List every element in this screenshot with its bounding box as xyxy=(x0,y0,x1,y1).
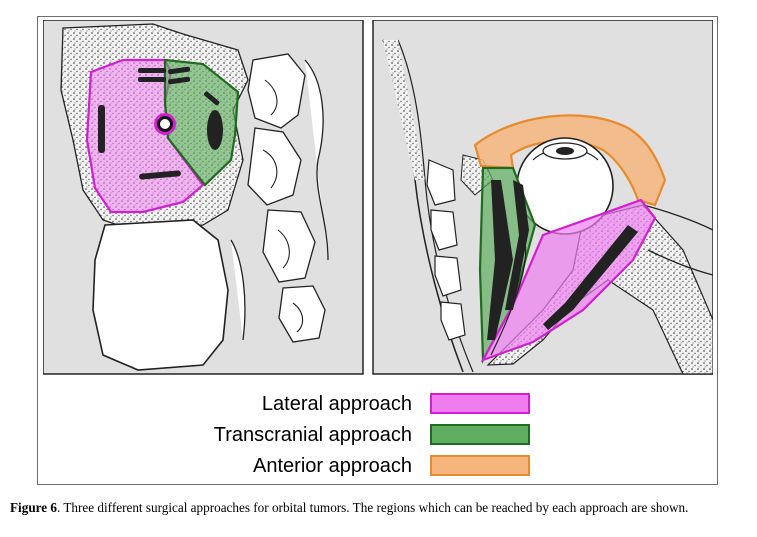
orbital-anatomy-illustration xyxy=(43,20,713,375)
legend-item-transcranial: Transcranial approach xyxy=(190,423,530,447)
caption-text: . Three different surgical approaches fo… xyxy=(57,500,689,515)
axial-section-panel xyxy=(372,20,713,375)
figure-caption: Figure 6. Three different surgical appro… xyxy=(10,500,755,516)
legend-swatch-transcranial xyxy=(430,424,530,445)
figure-label: Figure 6 xyxy=(10,500,58,515)
legend-swatch-anterior xyxy=(430,455,530,476)
legend-label: Anterior approach xyxy=(253,455,412,477)
legend-item-lateral: Lateral approach xyxy=(190,392,530,416)
lateral-approach-region-axial xyxy=(480,198,657,363)
legend-item-anterior: Anterior approach xyxy=(190,454,530,478)
legend-swatch-lateral xyxy=(430,393,530,414)
coronal-section-panel xyxy=(43,20,364,375)
legend-label: Lateral approach xyxy=(261,393,412,415)
legend-label: Transcranial approach xyxy=(213,424,412,446)
